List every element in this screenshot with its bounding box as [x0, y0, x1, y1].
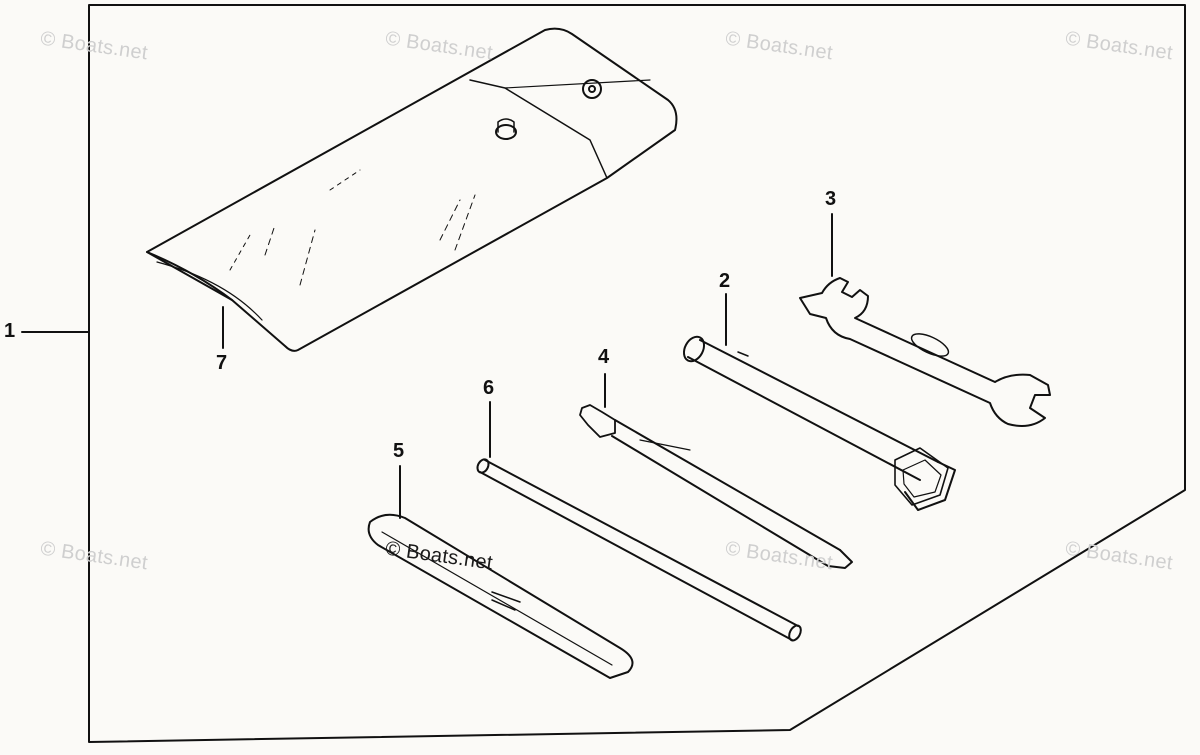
kit-boundary: [88, 4, 1186, 743]
callout-6: 6: [483, 377, 495, 399]
callout-1: 1: [4, 320, 16, 342]
spark-plug-wrench: [682, 335, 956, 511]
open-end-wrench: [799, 277, 1051, 427]
callout-4: 4: [598, 346, 610, 368]
handle: [367, 513, 634, 679]
callout-2: 2: [719, 270, 731, 292]
callout-7: 7: [216, 352, 228, 374]
tool-bag: [146, 27, 678, 352]
callout-5: 5: [393, 440, 405, 462]
callout-3: 3: [825, 188, 837, 210]
rod: [476, 458, 802, 642]
screwdriver: [579, 404, 853, 569]
